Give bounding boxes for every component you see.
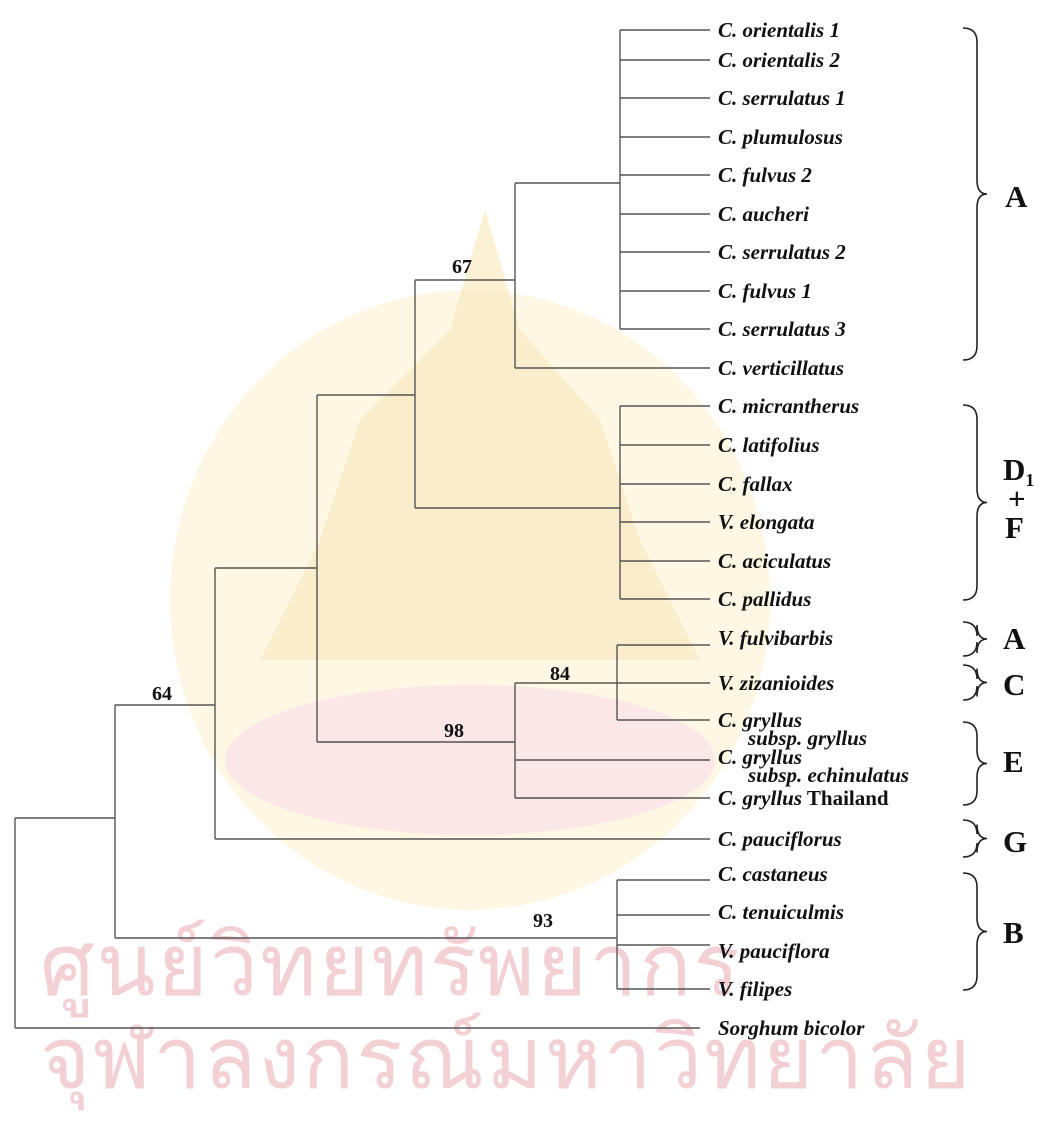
taxon-label: C. serrulatus 1 <box>718 86 846 110</box>
taxon-label: C. aucheri <box>718 202 809 226</box>
taxon-label: V. zizanioides <box>718 671 834 695</box>
taxon-label: V. filipes <box>718 977 792 1001</box>
taxon-label: V. elongata <box>718 510 814 534</box>
clade-brace <box>963 665 987 700</box>
bootstrap-value: 84 <box>550 663 570 685</box>
taxon-label: V. fulvibarbis <box>718 626 833 650</box>
taxon-label: C. orientalis 1 <box>718 18 840 42</box>
taxon-label: V. pauciflora <box>718 939 830 963</box>
taxon-label: C. serrulatus 3 <box>718 317 846 341</box>
taxon-label: C. orientalis 2 <box>718 48 840 72</box>
watermark-emblem <box>170 210 770 910</box>
clade-brace <box>963 405 987 600</box>
taxon-label: C. latifolius <box>718 433 820 457</box>
taxon-label: C. pauciflorus <box>718 827 842 851</box>
clade-group-label: A <box>1005 179 1028 214</box>
clade-group-label: B <box>1003 915 1024 950</box>
bootstrap-value: 64 <box>152 683 172 705</box>
taxon-label: C. serrulatus 2 <box>718 240 846 264</box>
taxon-label: Sorghum bicolor <box>718 1016 865 1040</box>
taxon-label: C. micrantherus <box>718 394 859 418</box>
taxon-subspecies-label: subsp. echinulatus <box>747 763 909 787</box>
taxon-label: C. gryllus Thailand <box>718 786 889 810</box>
bootstrap-value: 67 <box>452 256 472 278</box>
taxon-label: C. fallax <box>718 472 793 496</box>
clade-brace <box>963 622 987 656</box>
clade-group-label-extra: F <box>1005 510 1024 545</box>
clade-group-label: A <box>1003 621 1026 656</box>
taxon-label: C. plumulosus <box>718 125 843 149</box>
taxon-label: C. fulvus 1 <box>718 279 812 303</box>
clade-brace <box>963 722 987 805</box>
clade-brace <box>963 873 987 990</box>
bootstrap-value: 98 <box>444 720 464 742</box>
taxon-label: C. aciculatus <box>718 549 831 573</box>
clade-group-label: G <box>1003 824 1027 859</box>
taxon-label: C. verticillatus <box>718 356 844 380</box>
taxon-labels: C. orientalis 1 C. orientalis 2 C. serrula… <box>718 18 909 1040</box>
taxon-label: C. pallidus <box>718 587 811 611</box>
clade-group-label: C <box>1003 667 1025 702</box>
taxon-label: C. castaneus <box>718 862 828 886</box>
clade-brace <box>963 820 987 857</box>
clade-group-label: E <box>1003 744 1024 779</box>
bootstrap-value: 93 <box>533 910 553 932</box>
clade-brace <box>963 28 987 360</box>
taxon-label: C. fulvus 2 <box>718 163 812 187</box>
taxon-label: C. tenuiculmis <box>718 900 844 924</box>
